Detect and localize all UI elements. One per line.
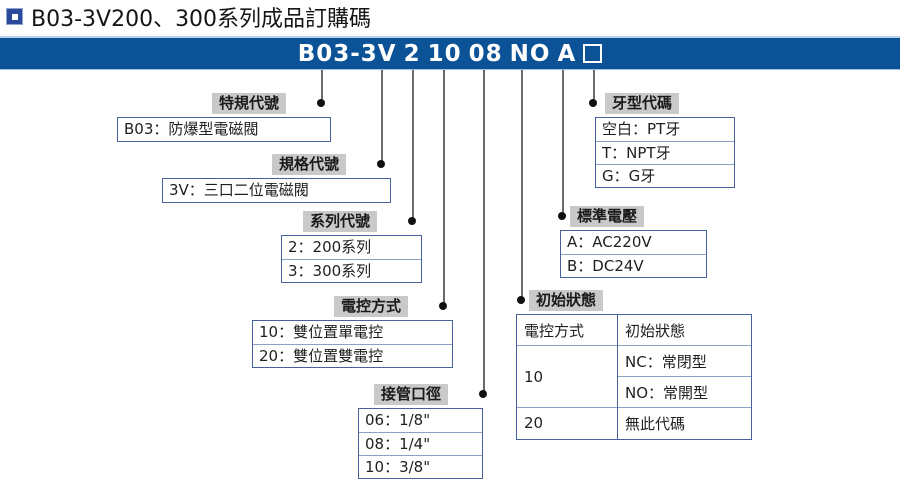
table-row: NO：常開型 bbox=[618, 376, 751, 407]
leader-dot-initial-state bbox=[517, 296, 525, 304]
group-values-series-code: 2：200系列 3：300系列 bbox=[281, 235, 422, 283]
group-label-initial-state: 初始狀態 bbox=[529, 290, 604, 311]
leader-line-special-code bbox=[321, 70, 323, 104]
leader-dot-voltage bbox=[558, 212, 566, 220]
leader-line-spec-code bbox=[381, 70, 383, 165]
list-item: 空白：PT牙 bbox=[602, 120, 681, 138]
leader-dot-thread-code bbox=[589, 99, 597, 107]
group-label-thread-code: 牙型代碼 bbox=[605, 93, 680, 114]
leader-dot-control-type bbox=[439, 302, 447, 310]
list-item: 06：1/8" bbox=[365, 411, 431, 429]
group-values-control-type: 10：雙位置單電控 20：雙位置雙電控 bbox=[252, 320, 453, 368]
table-row: 10 bbox=[517, 345, 617, 407]
table-row: 20 bbox=[517, 407, 617, 438]
group-label-voltage: 標準電壓 bbox=[570, 206, 645, 227]
code-segment-voltage: A bbox=[557, 40, 577, 67]
group-values-special-code: B03：防爆型電磁閥 bbox=[117, 117, 331, 142]
table-column-control-type: 電控方式 10 20 bbox=[517, 315, 618, 439]
list-item: 20：雙位置雙電控 bbox=[253, 344, 452, 367]
table-header-cell: 初始狀態 bbox=[625, 321, 686, 340]
code-segment-state: NO bbox=[509, 40, 551, 67]
list-item: A：AC220V bbox=[567, 233, 652, 251]
group-label-control-type: 電控方式 bbox=[334, 296, 409, 317]
code-segment-model: B03-3V bbox=[297, 40, 397, 67]
leader-line-control-type bbox=[443, 70, 445, 307]
group-values-port-size: 06：1/8" 08：1/4" 10：3/8" bbox=[358, 408, 483, 479]
table-column-initial-state: 初始狀態 NC：常閉型 NO：常開型 無此代碼 bbox=[618, 315, 751, 439]
group-label-series-code: 系列代號 bbox=[303, 211, 378, 232]
code-segment-series: 2 bbox=[403, 40, 421, 67]
list-item: 3：300系列 bbox=[282, 259, 421, 282]
leader-line-series-code bbox=[412, 70, 414, 222]
table-row: 無此代碼 bbox=[618, 407, 751, 438]
leader-dot-series-code bbox=[408, 217, 416, 225]
code-segment-port: 08 bbox=[468, 40, 503, 67]
list-item: 2：200系列 bbox=[288, 238, 372, 256]
list-item: G：G牙 bbox=[596, 164, 734, 187]
group-values-spec-code: 3V：三口二位電磁閥 bbox=[162, 178, 391, 203]
list-item: 3V：三口二位電磁閥 bbox=[169, 181, 309, 199]
group-values-voltage: A：AC220V B：DC24V bbox=[560, 230, 707, 278]
page-title: B03-3V200、300系列成品訂購碼 bbox=[0, 0, 900, 33]
page-title-text: B03-3V200、300系列成品訂購碼 bbox=[31, 6, 372, 32]
code-bar: B03-3V 2 10 08 NO A bbox=[0, 36, 900, 70]
code-segment-control: 10 bbox=[427, 40, 462, 67]
group-label-port-size: 接管口徑 bbox=[374, 384, 449, 405]
leader-line-thread-code bbox=[593, 70, 595, 103]
leader-line-voltage bbox=[562, 70, 564, 216]
group-label-spec-code: 規格代號 bbox=[272, 154, 347, 175]
code-bar-text: B03-3V 2 10 08 NO A bbox=[298, 41, 603, 67]
list-item: 10：雙位置單電控 bbox=[259, 323, 384, 341]
group-label-special-code: 特規代號 bbox=[212, 93, 287, 114]
blue-square-bullet-icon bbox=[6, 8, 23, 25]
list-item: B03：防爆型電磁閥 bbox=[124, 120, 259, 138]
group-values-thread-code: 空白：PT牙 T：NPT牙 G：G牙 bbox=[595, 117, 735, 188]
leader-dot-spec-code bbox=[377, 160, 385, 168]
initial-state-table: 電控方式 10 20 初始狀態 NC：常閉型 NO：常開型 無此代碼 bbox=[516, 314, 752, 440]
leader-line-port-size bbox=[483, 70, 485, 395]
leader-dot-port-size bbox=[479, 390, 487, 398]
list-item: T：NPT牙 bbox=[596, 141, 734, 164]
leader-line-initial-state bbox=[521, 70, 523, 300]
list-item: 08：1/4" bbox=[359, 432, 482, 455]
empty-square-placeholder-icon bbox=[583, 44, 603, 63]
table-row: NC：常閉型 bbox=[618, 345, 751, 376]
leader-dot-special-code bbox=[317, 99, 325, 107]
list-item: B：DC24V bbox=[561, 254, 706, 277]
table-header-cell: 電控方式 bbox=[524, 321, 585, 340]
list-item: 10：3/8" bbox=[359, 455, 482, 478]
